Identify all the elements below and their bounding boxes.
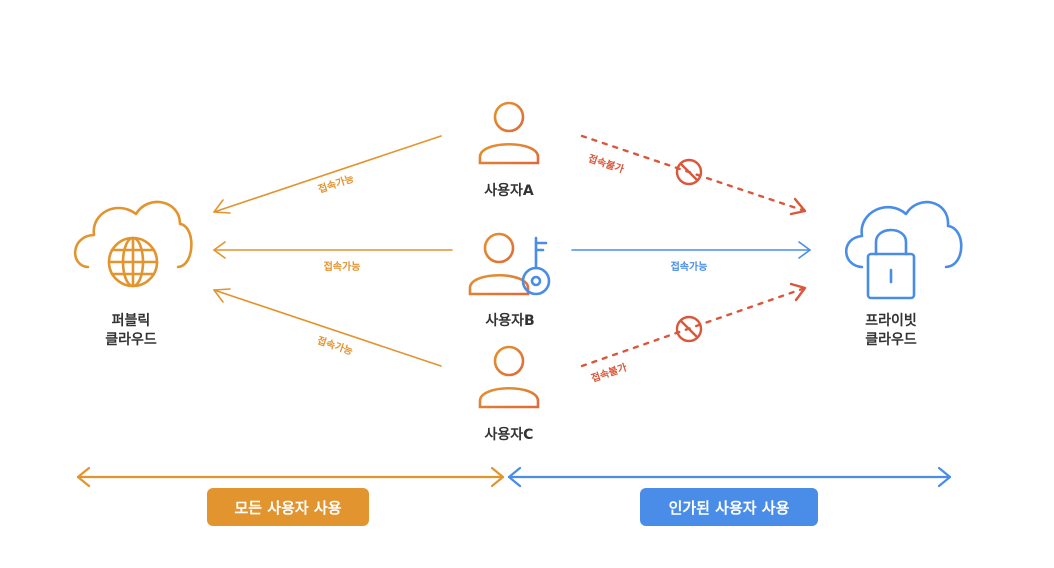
arrow-b-to-public [213,241,453,259]
private-cloud-label-line2: 클라우드 [865,332,917,348]
private-cloud-icon [845,200,963,300]
user-c-icon [478,345,540,409]
edge-label-a-private: 접속불가 [587,152,627,176]
blocked-icon-a [675,158,703,186]
user-c-label: 사용자C [485,427,534,443]
range-arrow-authorized-users [507,466,952,488]
key-icon [521,236,551,296]
all-users-badge: 모든 사용자 사용 [207,488,369,526]
private-cloud-label-line1: 프라이빗 [865,312,917,329]
arrow-c-to-private-blocked [580,282,807,368]
blocked-icon-c [675,315,703,343]
range-arrow-all-users [76,466,505,488]
public-cloud-label-line1: 퍼블릭 [112,313,151,329]
edge-label-c-private: 접속불가 [589,360,629,385]
user-b-label: 사용자B [485,313,534,329]
edge-label-b-private: 접속가능 [671,260,708,273]
authorized-users-badge: 인가된 사용자 사용 [640,488,818,526]
arrow-a-to-private-blocked [580,134,807,216]
edge-label-c-public: 접속가능 [316,334,355,358]
arrow-c-to-public [213,288,442,367]
edge-label-b-public: 접속가능 [324,260,361,273]
public-cloud-label-line2: 클라우드 [105,332,157,348]
user-b-icon [468,232,530,296]
arrow-a-to-public [213,135,442,214]
user-a-icon [478,101,540,165]
public-cloud-icon [73,200,193,288]
arrow-b-to-private [571,241,811,259]
user-a-label: 사용자A [484,183,534,199]
